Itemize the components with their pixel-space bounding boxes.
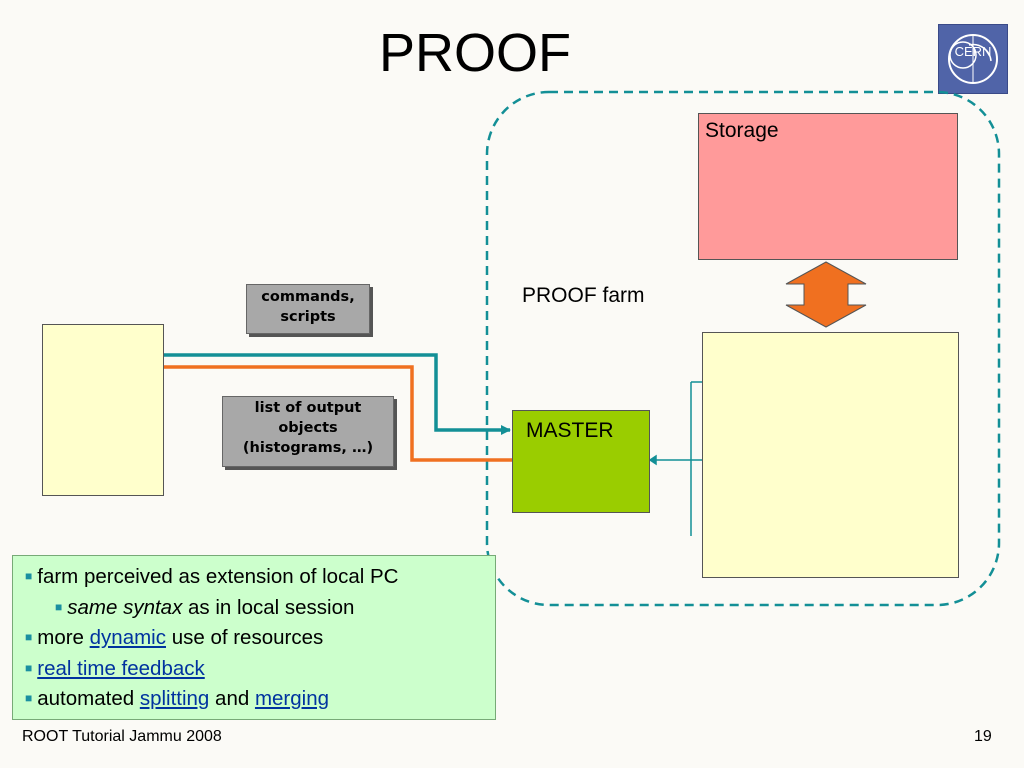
page-number: 19 [974, 728, 992, 745]
output-objects-label: list of output objects (histograms, …) [222, 396, 394, 467]
worker-nodes-box [702, 332, 959, 578]
commands-label-line: commands, [261, 289, 355, 305]
output-label-line: list of output [254, 400, 362, 416]
proof-farm-boundary [485, 90, 1001, 607]
commands-arrow [152, 353, 511, 435]
bullet-square-icon: ■ [25, 630, 33, 644]
output-label-line: objects [278, 420, 338, 436]
real-time-feedback-link[interactable]: real time feedback [37, 657, 205, 680]
cern-logo: CERN [938, 24, 1008, 94]
client-box [42, 324, 164, 496]
commands-scripts-label: commands, scripts [246, 284, 370, 334]
bullet-subitem: ■same syntax as in local session [55, 596, 355, 619]
master-node: MASTER [512, 410, 650, 513]
bullet-item: ■farm perceived as extension of local PC [25, 565, 399, 588]
storage-box: Storage [698, 113, 958, 260]
bullet-item: ■automated splitting and merging [25, 687, 330, 710]
bullet-square-icon: ■ [55, 600, 63, 614]
splitting-link[interactable]: splitting [139, 687, 210, 710]
storage-master-double-arrow [785, 261, 867, 328]
bullet-square-icon: ■ [25, 661, 33, 675]
bullet-item: ■more dynamic use of resources [25, 626, 324, 649]
bullet-item: ■ real time feedback [25, 657, 205, 681]
bullet-list-box: ■farm perceived as extension of local PC… [12, 555, 496, 720]
output-label-line: (histograms, …) [242, 440, 374, 456]
cern-logo-text: CERN [955, 44, 992, 59]
dynamic-link[interactable]: dynamic [89, 626, 166, 649]
commands-label-line: scripts [280, 309, 336, 325]
proof-farm-label: PROOF farm [522, 284, 645, 307]
master-label: MASTER [526, 419, 614, 442]
footer-title: ROOT Tutorial Jammu 2008 [22, 728, 222, 745]
bullet-square-icon: ■ [25, 691, 33, 705]
storage-label: Storage [705, 119, 779, 142]
bullet-square-icon: ■ [25, 569, 33, 583]
merging-link[interactable]: merging [254, 687, 330, 710]
output-arrow [132, 361, 512, 462]
slide-title: PROOF [378, 23, 571, 83]
